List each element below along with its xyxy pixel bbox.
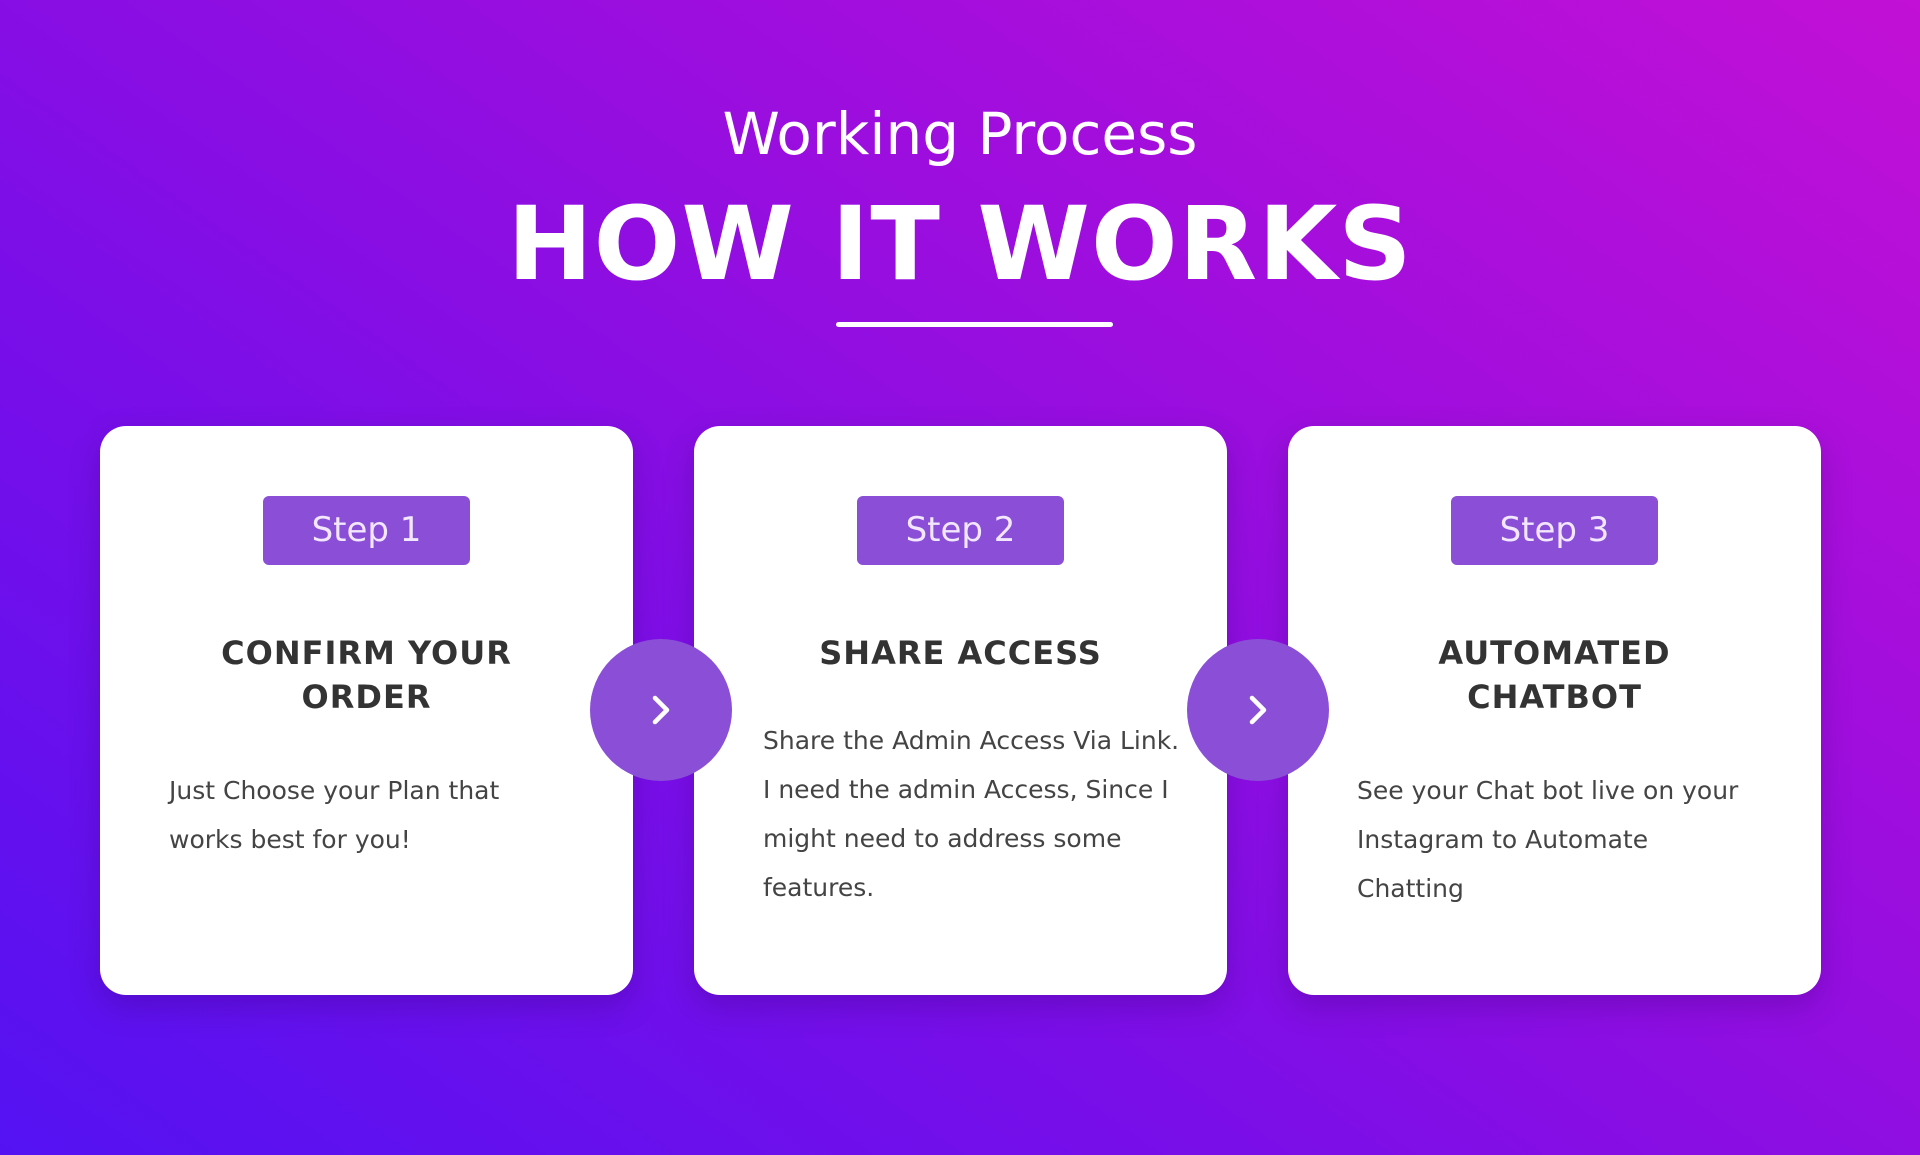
- section-title: HOW IT WORKS: [507, 185, 1413, 304]
- step-card-1: Step 1 CONFIRM YOUR ORDER Just Choose yo…: [100, 426, 633, 995]
- step-card-2: Step 2 SHARE ACCESS Share the Admin Acce…: [694, 426, 1227, 995]
- step-description: Share the Admin Access Via Link. I need …: [763, 726, 1180, 902]
- section-subtitle: Working Process: [722, 100, 1198, 168]
- chevron-right-icon: [1249, 695, 1267, 725]
- step-description: Just Choose your Plan that works best fo…: [169, 776, 500, 854]
- chevron-right-icon: [652, 695, 670, 725]
- step-title: AUTOMATED CHATBOT: [1438, 634, 1671, 716]
- step-badge: Step 2: [857, 496, 1064, 565]
- step-card-3: Step 3 AUTOMATED CHATBOT See your Chat b…: [1288, 426, 1821, 995]
- title-underline: [836, 322, 1113, 327]
- step-badge: Step 1: [263, 496, 470, 565]
- step-title: CONFIRM YOUR ORDER: [221, 634, 512, 716]
- step-badge: Step 3: [1451, 496, 1658, 565]
- next-arrow-2[interactable]: [1187, 639, 1329, 781]
- next-arrow-1[interactable]: [590, 639, 732, 781]
- step-title: SHARE ACCESS: [819, 634, 1102, 672]
- step-description: See your Chat bot live on your Instagram…: [1357, 776, 1739, 903]
